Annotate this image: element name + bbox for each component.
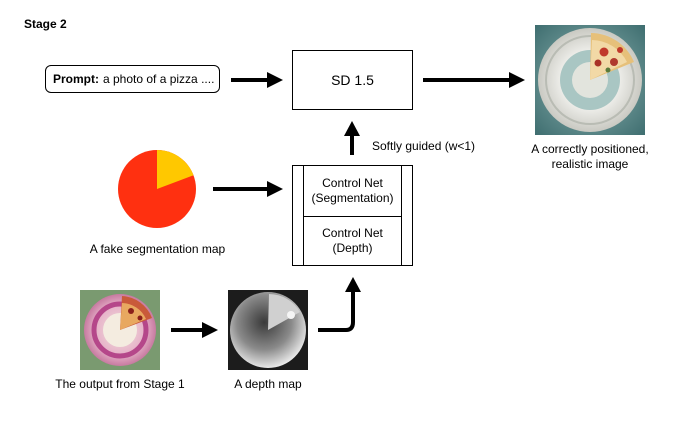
depth-map-caption: A depth map xyxy=(234,377,302,391)
result-caption-line1: A correctly positioned, xyxy=(531,142,649,156)
controlnet-right-border xyxy=(401,166,402,265)
prompt-box: Prompt: a photo of a pizza .... xyxy=(45,65,220,93)
result-caption-line2: realistic image xyxy=(551,157,629,171)
arrow-controlnet-to-sd xyxy=(344,121,360,155)
controlnet-depth-line2: (Depth) xyxy=(332,241,373,255)
controlnet-left-border xyxy=(303,166,304,265)
controlnet-segmentation-line1: Control Net xyxy=(322,176,383,190)
prompt-text: a photo of a pizza .... xyxy=(103,72,215,86)
arrow-prompt-to-sd xyxy=(231,72,283,88)
stage1-output-image xyxy=(80,290,160,370)
arrow-depth-to-controlnet xyxy=(318,277,361,332)
prompt-label: Prompt: xyxy=(53,72,99,86)
sd-model-label: SD 1.5 xyxy=(331,72,374,88)
controlnet-depth-label: Control Net (Depth) xyxy=(303,226,402,256)
sd-model-box: SD 1.5 xyxy=(292,50,413,110)
segmentation-map-image xyxy=(118,150,196,228)
depth-map-image xyxy=(228,290,308,370)
result-caption: A correctly positioned, realistic image xyxy=(520,142,660,172)
controlnet-segmentation-line2: (Segmentation) xyxy=(311,191,394,205)
segmentation-map-caption: A fake segmentation map xyxy=(89,242,226,256)
arrow-sd-to-result xyxy=(423,72,525,88)
arrow-seg-to-controlnet xyxy=(213,181,283,197)
guidance-label: Softly guided (w<1) xyxy=(372,139,476,153)
controlnet-depth-line1: Control Net xyxy=(322,226,383,240)
controlnet-box: Control Net (Segmentation) Control Net (… xyxy=(292,165,413,266)
result-image xyxy=(535,25,645,135)
controlnet-divider xyxy=(303,216,402,217)
arrow-stage1-to-depth xyxy=(171,322,218,338)
stage-title: Stage 2 xyxy=(24,17,67,31)
controlnet-segmentation-label: Control Net (Segmentation) xyxy=(303,176,402,206)
stage1-output-caption: The output from Stage 1 xyxy=(55,377,185,391)
